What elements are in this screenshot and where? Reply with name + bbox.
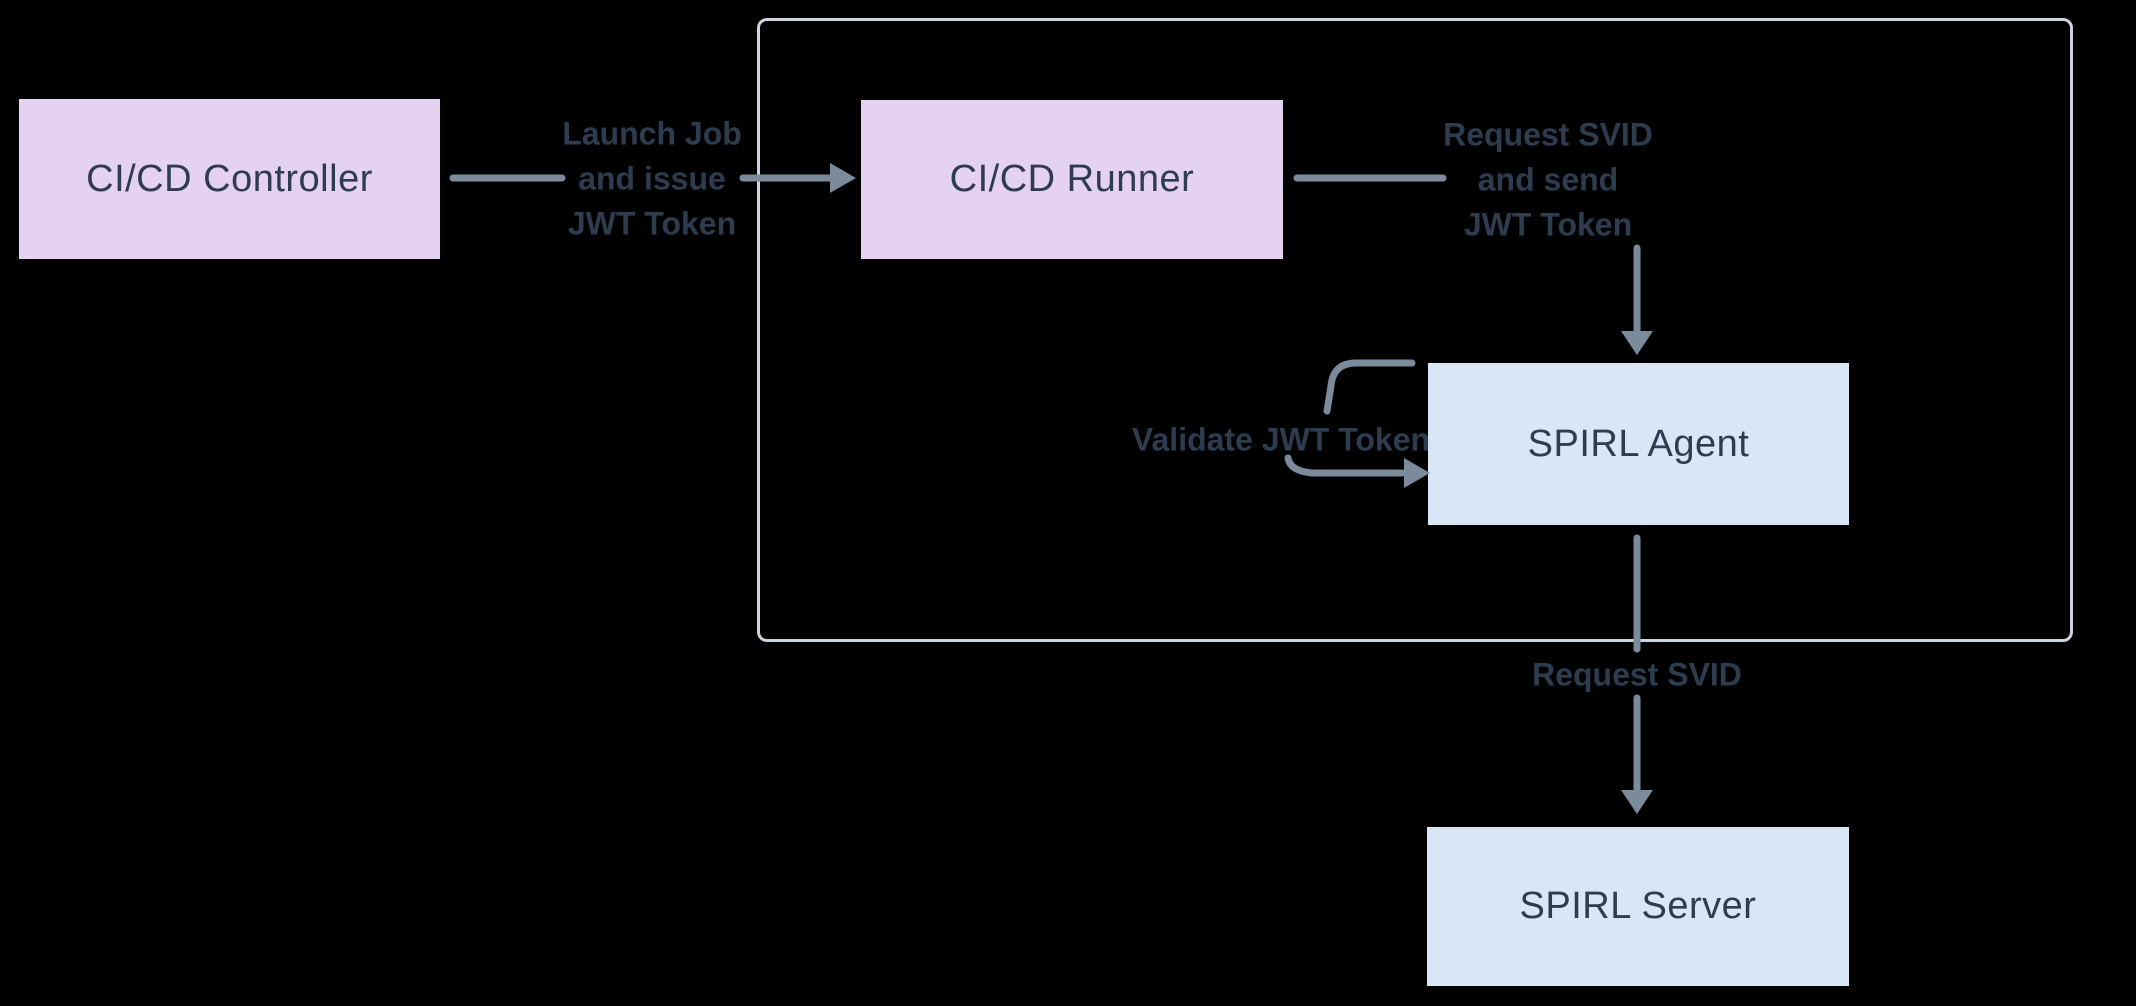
edge-label-line: Launch Job bbox=[562, 115, 742, 152]
edge-label-line: and issue bbox=[578, 160, 726, 197]
edge-label-line: Validate JWT Token bbox=[1131, 421, 1431, 458]
edge-label-line: JWT Token bbox=[567, 205, 737, 242]
edge-label-launch-job: Launch Job and issue JWT Token bbox=[562, 112, 742, 247]
edge-label-line: JWT Token bbox=[1463, 206, 1633, 243]
edge-label-line: Request SVID bbox=[1443, 116, 1653, 153]
node-spirl-agent-label: SPIRL Agent bbox=[1527, 422, 1750, 465]
edge-label-line: Request SVID bbox=[1532, 656, 1742, 693]
boundary-box bbox=[757, 18, 2073, 642]
node-spirl-server: SPIRL Server bbox=[1427, 827, 1849, 986]
edge-label-validate-jwt: Validate JWT Token bbox=[1132, 418, 1430, 463]
node-spirl-agent: SPIRL Agent bbox=[1428, 363, 1849, 525]
node-cicd-runner: CI/CD Runner bbox=[861, 100, 1283, 259]
edge-label-line: and send bbox=[1477, 161, 1619, 198]
edge-label-request-svid: Request SVID bbox=[1532, 653, 1742, 698]
arrowhead-into-server bbox=[1621, 790, 1653, 814]
node-spirl-server-label: SPIRL Server bbox=[1519, 885, 1757, 927]
edge-label-request-svid-send-jwt: Request SVID and send JWT Token bbox=[1443, 113, 1653, 248]
node-cicd-controller: CI/CD Controller bbox=[19, 99, 440, 259]
node-cicd-controller-label: CI/CD Controller bbox=[86, 157, 373, 200]
node-cicd-runner-label: CI/CD Runner bbox=[949, 158, 1195, 200]
